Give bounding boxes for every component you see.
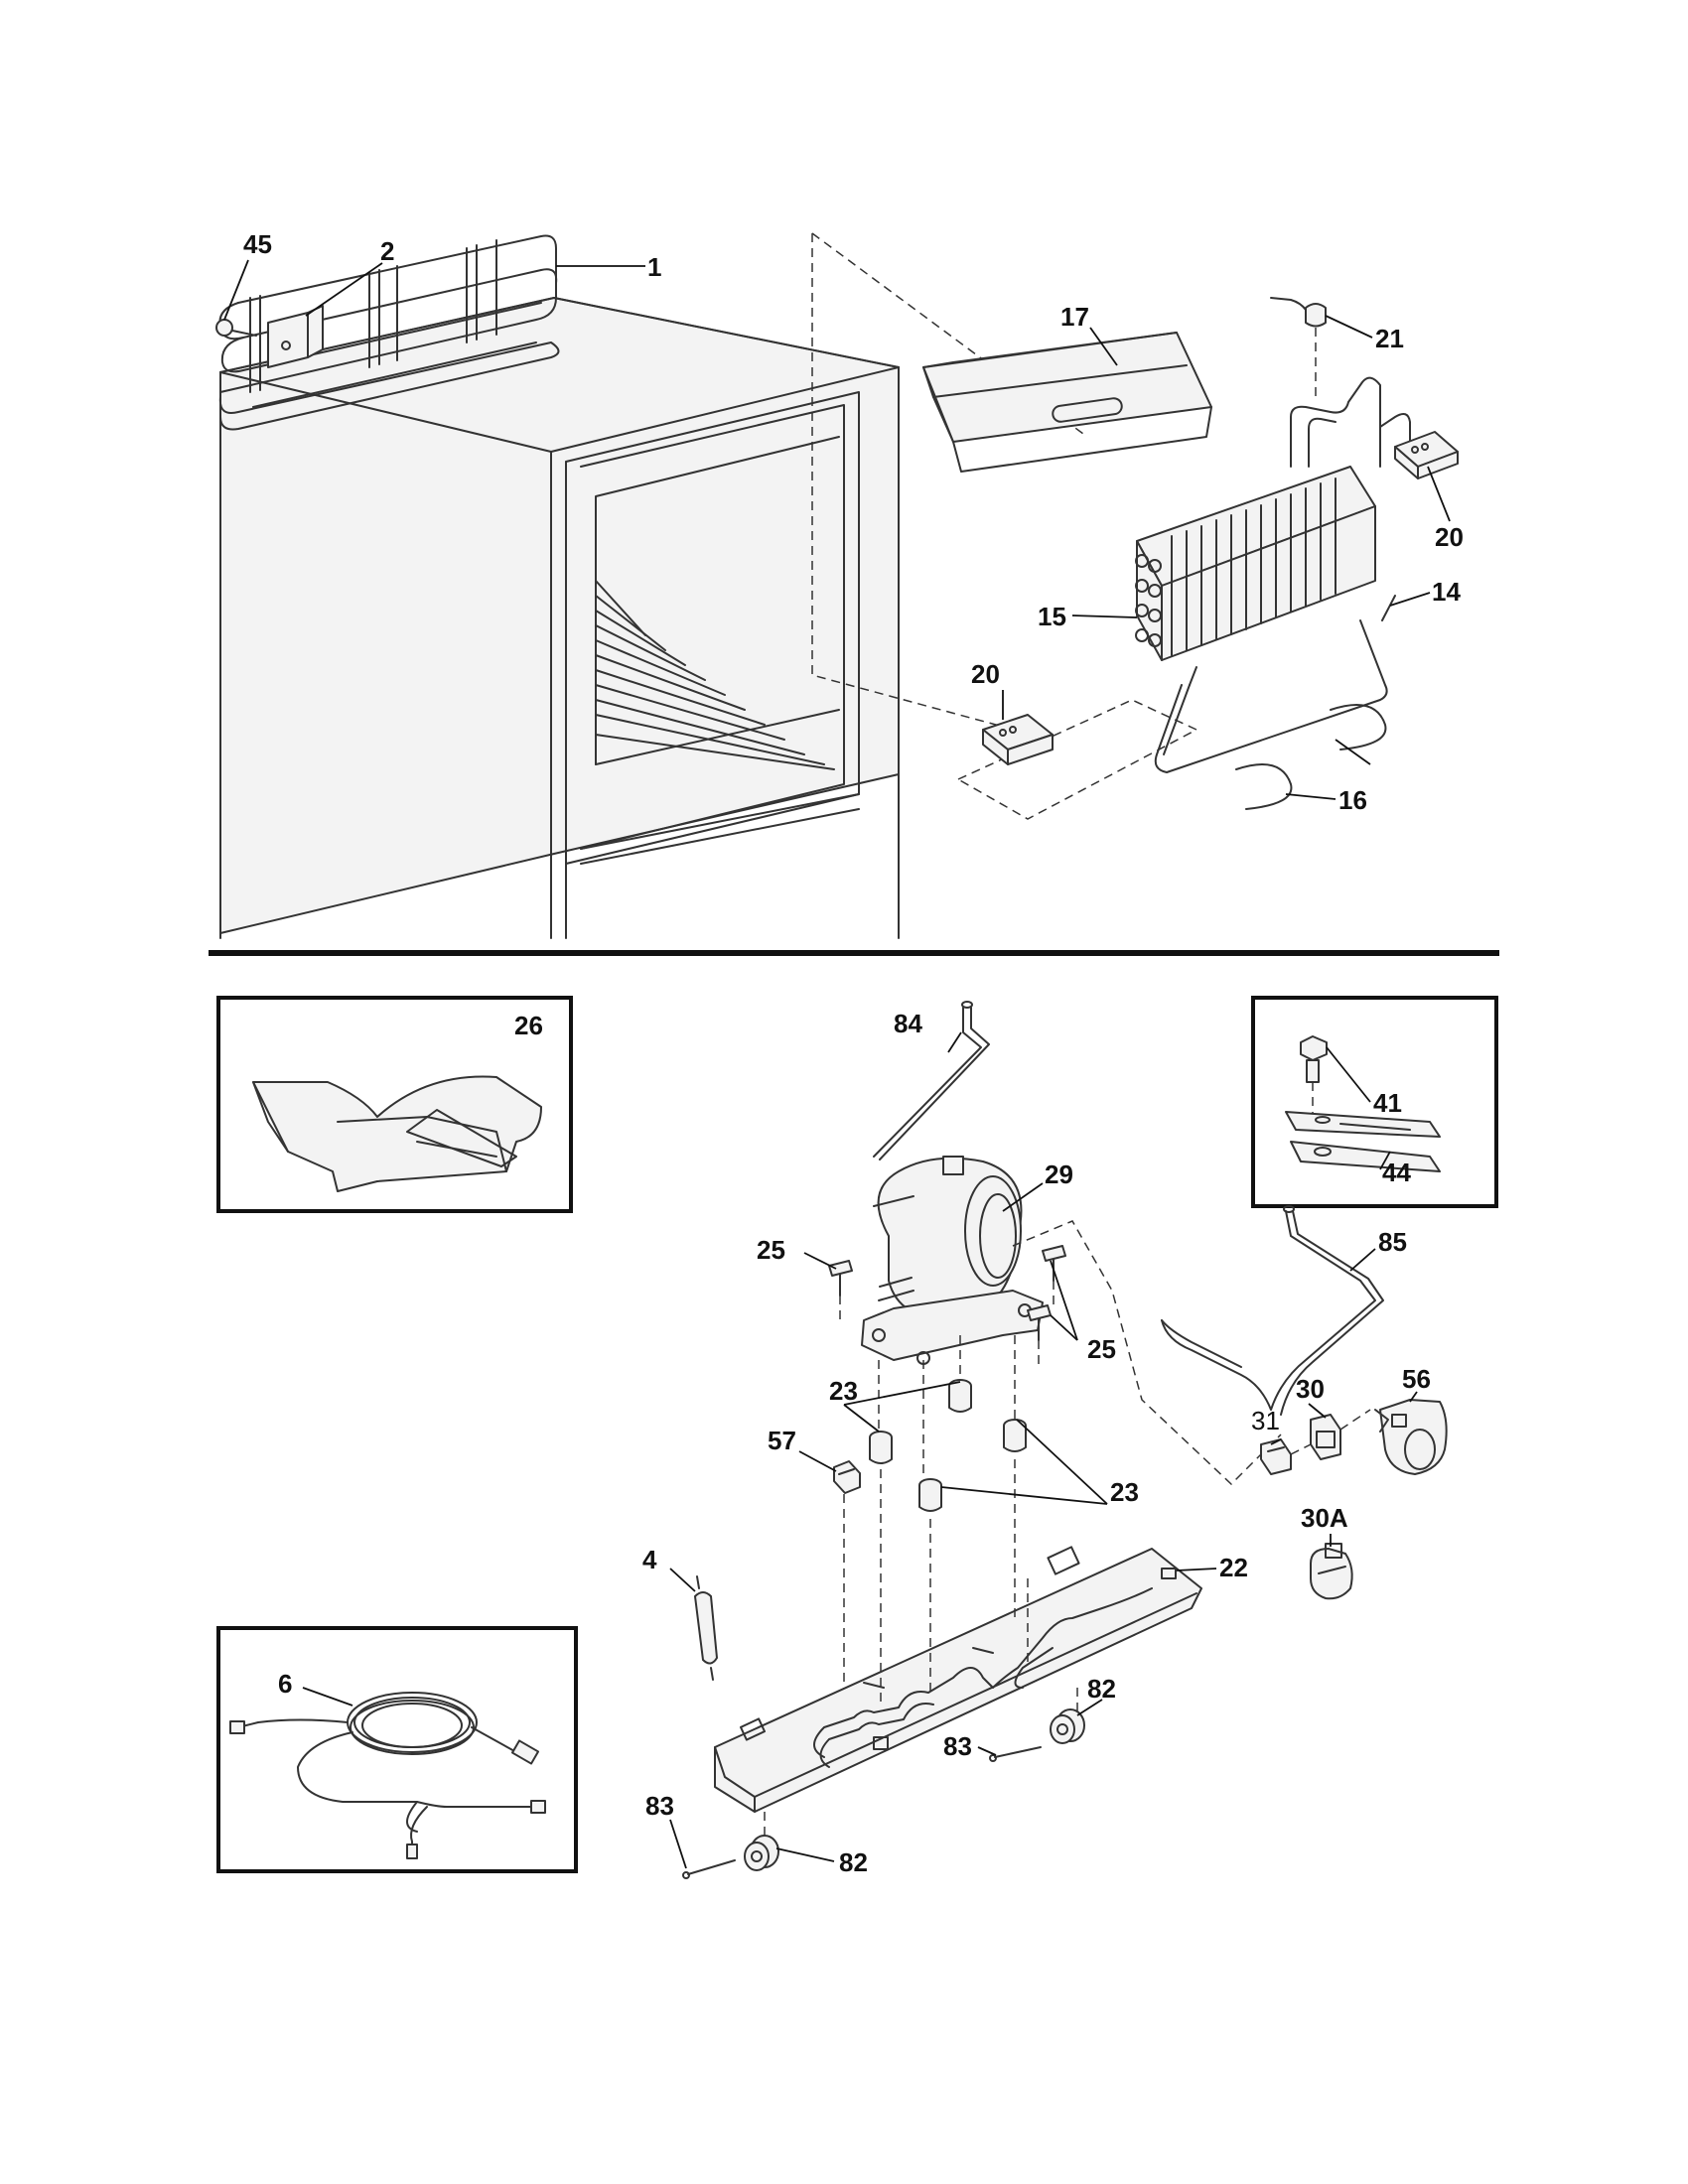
callout-41: 41 [1373,1088,1402,1118]
callout-labels: 45 2 1 17 21 20 15 14 20 16 26 84 41 44 … [243,229,1464,1877]
callout-25-right: 25 [1087,1334,1116,1364]
drain-pan-inset [216,996,573,1213]
grommet [918,1478,942,1512]
callout-16: 16 [1338,785,1367,815]
bracket-44 [1285,1111,1441,1172]
callout-21: 21 [1375,324,1404,353]
callout-82-left: 82 [839,1847,868,1877]
liner-ribs [595,580,835,770]
tube-85 [1161,1205,1384,1416]
callout-45: 45 [243,229,272,259]
callout-44: 44 [1382,1158,1411,1187]
refrigerator-cabinet [219,297,900,939]
callout-26: 26 [514,1011,543,1040]
compressor [861,1156,1044,1365]
callout-82-right: 82 [1087,1674,1116,1704]
callout-4: 4 [642,1545,657,1574]
pin-83 [682,1859,736,1879]
callout-85: 85 [1378,1227,1407,1257]
leader-lines [223,259,1451,1869]
grommet [1003,1419,1027,1452]
power-cord-inset [216,1626,578,1873]
thermistor-21 [1270,297,1327,397]
condenser-coil [218,234,560,431]
compressor-base-plate [714,1546,1202,1813]
callout-30a: 30A [1301,1503,1348,1533]
clip-57 [833,1460,861,1494]
mount-screw [1042,1245,1066,1282]
pin-83 [989,1746,1042,1762]
callout-56: 56 [1402,1364,1431,1394]
mounting-outline [957,699,1198,820]
roller-82 [744,1835,779,1871]
callout-25-left: 25 [757,1235,785,1265]
callout-15: 15 [1038,602,1066,631]
callout-30: 30 [1296,1374,1325,1404]
drain-pan [252,1075,542,1192]
callout-17: 17 [1060,302,1089,332]
power-cord [229,1692,546,1859]
overload-30 [1310,1414,1341,1460]
overload-30a [1310,1543,1353,1600]
callout-22: 22 [1219,1553,1248,1582]
callout-84: 84 [894,1009,922,1038]
callout-23-top: 23 [829,1376,858,1406]
roller-82 [1050,1708,1085,1744]
coil-bracket [267,305,324,368]
start-device-56 [1374,1399,1448,1475]
callout-29: 29 [1045,1160,1073,1189]
evaporator-tube-ends [1135,554,1162,647]
evaporator-cover [922,332,1212,473]
heater-clip [1235,704,1387,810]
drier-4 [694,1575,718,1681]
wiring-path [1012,1220,1282,1486]
grommet [948,1379,972,1413]
callout-6: 6 [278,1669,292,1699]
callout-23-bottom: 23 [1110,1477,1139,1507]
callout-14: 14 [1432,577,1461,607]
callout-20-right: 20 [1435,522,1464,552]
callout-83-right: 83 [943,1731,972,1761]
callout-31: 31 [1251,1406,1280,1435]
bracket-inset [1251,996,1498,1208]
callout-2: 2 [380,236,394,266]
mount-screw [828,1260,853,1297]
callout-57: 57 [768,1426,796,1455]
evaporator-fins [1171,478,1336,656]
callout-1: 1 [647,252,661,282]
tube-84 [873,1001,990,1160]
callout-20-left: 20 [971,659,1000,689]
evaporator-bracket-left [982,714,1054,765]
callout-83-left: 83 [645,1791,674,1821]
evaporator [1135,376,1411,661]
evaporator-bracket-right [1394,431,1459,479]
relay-31 [1260,1438,1292,1475]
grommet [869,1431,893,1464]
